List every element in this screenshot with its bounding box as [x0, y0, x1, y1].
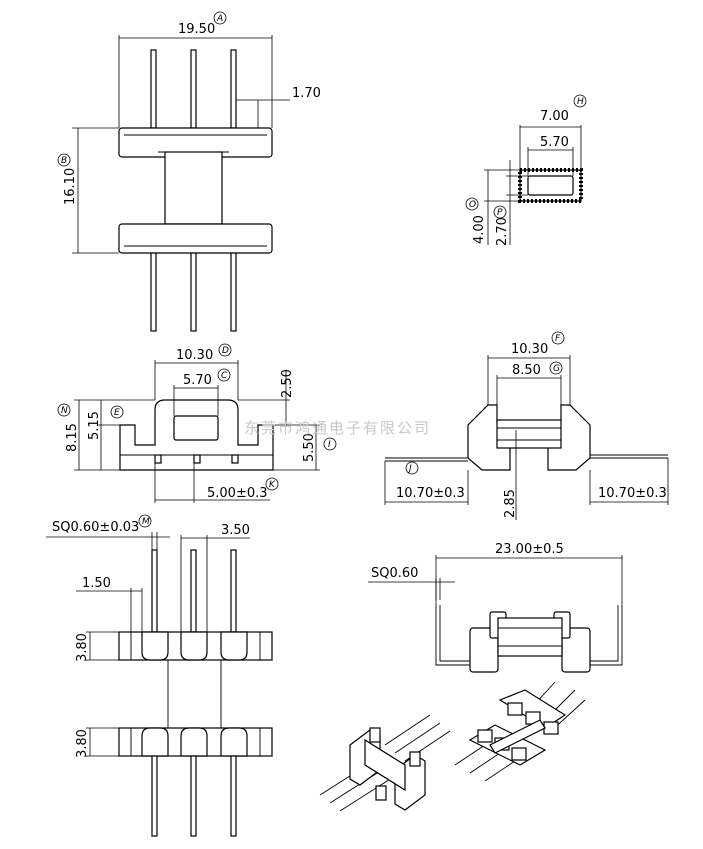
dim-pin-offset: 1.70 — [292, 86, 321, 101]
dim-pin-sq: SQ0.60±0.03 — [52, 520, 139, 535]
bottom-view: SQ0.60±0.03 M 3.50 1.50 3.80 3.80 — [46, 514, 273, 837]
dim-front-inner: 8.50 — [512, 363, 541, 378]
marker-b: B — [61, 156, 67, 166]
marker-o: O — [469, 200, 476, 210]
dim-tube-inner-h: 2.70 — [495, 217, 510, 246]
marker-g: G — [553, 364, 560, 374]
dim-side-mid-h: 5.15 — [87, 411, 102, 440]
dim-tube-inner: 5.70 — [540, 135, 569, 150]
front-view: 10.30 F 8.50 G 10.70±0.3 J 10.70±0.3 2.8… — [384, 331, 669, 520]
dim-tube-outer-h: 4.00 — [472, 215, 487, 244]
dim-lead-right: 10.70±0.3 — [598, 486, 667, 501]
dim-side-width: 10.30 — [176, 348, 213, 363]
marker-n: N — [61, 406, 68, 416]
marker-f: F — [555, 334, 561, 344]
top-view: 19.50 A 1.70 16.10 B — [57, 11, 321, 332]
lead-form-view: 23.00±0.5 SQ0.60 — [368, 542, 623, 673]
iso-view-right — [454, 681, 586, 782]
marker-e: E — [114, 408, 120, 418]
dim-lead-sq: SQ0.60 — [371, 566, 418, 581]
dim-side-base-h: 5.50 — [302, 433, 317, 462]
iso-view-left — [319, 714, 451, 812]
watermark: 东莞市鸿通电子有限公司 — [244, 419, 431, 437]
dim-pin-pitch: 5.00±0.3 — [207, 486, 268, 501]
marker-c: C — [221, 371, 228, 381]
marker-i: I — [328, 440, 331, 450]
tube-section: 7.00 H 5.70 4.00 O 2.70 P — [465, 94, 587, 246]
dim-flange-h-bottom: 3.80 — [75, 729, 90, 758]
dim-lead-left: 10.70±0.3 — [396, 486, 465, 501]
dim-side-window: 5.70 — [183, 373, 212, 388]
dim-side-top: 2.50 — [280, 369, 295, 398]
marker-d: D — [222, 346, 229, 356]
dim-height: 16.10 — [63, 168, 78, 205]
dim-flange-h-top: 3.80 — [75, 633, 90, 662]
marker-m: M — [142, 517, 150, 527]
dim-side-total-h: 8.15 — [65, 423, 80, 452]
dim-top-width: 19.50 — [178, 22, 215, 37]
dim-lead-height: 2.85 — [503, 489, 518, 518]
marker-p: P — [497, 208, 503, 218]
dim-total-length: 23.00±0.5 — [495, 542, 564, 557]
marker-j: J — [407, 464, 412, 474]
marker-k: K — [269, 480, 276, 490]
dim-pin-spacing: 3.50 — [221, 523, 250, 538]
dim-tube-outer: 7.00 — [540, 109, 569, 124]
dim-slot-width: 1.50 — [82, 576, 111, 591]
marker-h: H — [577, 97, 584, 107]
marker-a: A — [216, 14, 223, 24]
dim-front-width: 10.30 — [511, 342, 548, 357]
side-view: 10.30 D 5.70 C 2.50 8.15 N 5.15 E 5.50 I — [57, 343, 337, 503]
